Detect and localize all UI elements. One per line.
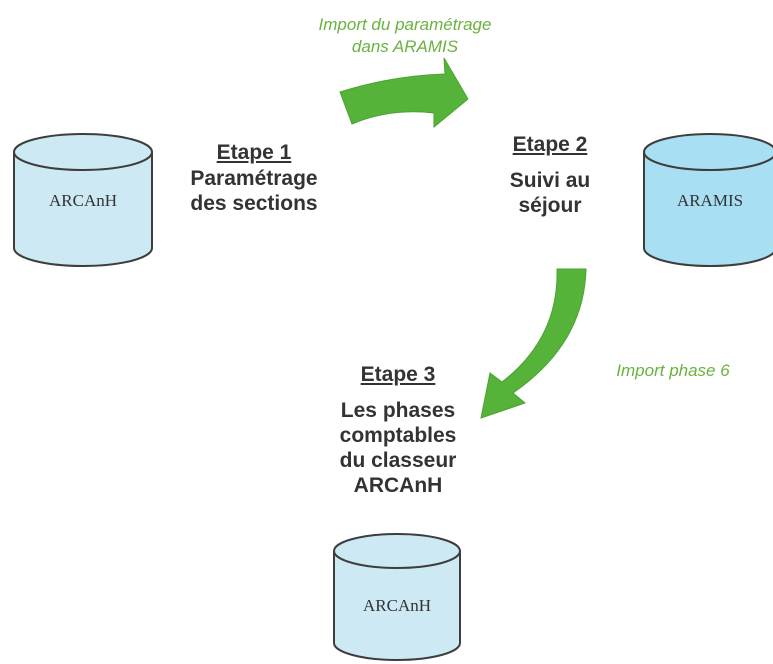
import-note-top-line2: dans ARAMIS (351, 37, 459, 56)
database-label-left: ARCAnH (49, 191, 117, 210)
step-3-line: Les phases (340, 399, 456, 422)
import-note-right-line1: Import phase 6 (616, 361, 730, 380)
step-2-title: Etape 2 (512, 133, 588, 156)
step-3-title: Etape 3 (360, 363, 436, 386)
step-3-line: du classeur (339, 449, 457, 472)
step-2-line: Suivi au (509, 169, 591, 192)
database-label-right: ARAMIS (677, 191, 743, 210)
database-icon: ARCAnH (333, 533, 461, 661)
step-3-line: ARCAnH (353, 474, 443, 497)
step-2-line: séjour (518, 194, 582, 217)
step-1-title: Etape 1 (216, 141, 292, 164)
step-3-line: comptables (339, 424, 457, 447)
import-note-right: Import phase 6 (578, 360, 768, 382)
database-icon: ARCAnH (13, 133, 153, 267)
import-note-top-line1: Import du paramétrage (318, 15, 492, 34)
curved-arrow-right-icon (339, 57, 469, 129)
database-icon: ARAMIS (643, 133, 773, 267)
step-1-line: Paramétrage (190, 167, 318, 190)
step-2-block: Etape 2 Suivi au séjour (478, 132, 622, 218)
step-1-line: des sections (190, 192, 318, 215)
import-note-top: Import du paramétrage dans ARAMIS (270, 14, 540, 58)
database-label-bottom: ARCAnH (363, 596, 431, 615)
curved-arrow-down-left-icon (480, 268, 587, 419)
step-3-block: Etape 3 Les phases comptables du classeu… (318, 362, 478, 498)
step-1-block: Etape 1 Paramétrage des sections (164, 140, 344, 216)
